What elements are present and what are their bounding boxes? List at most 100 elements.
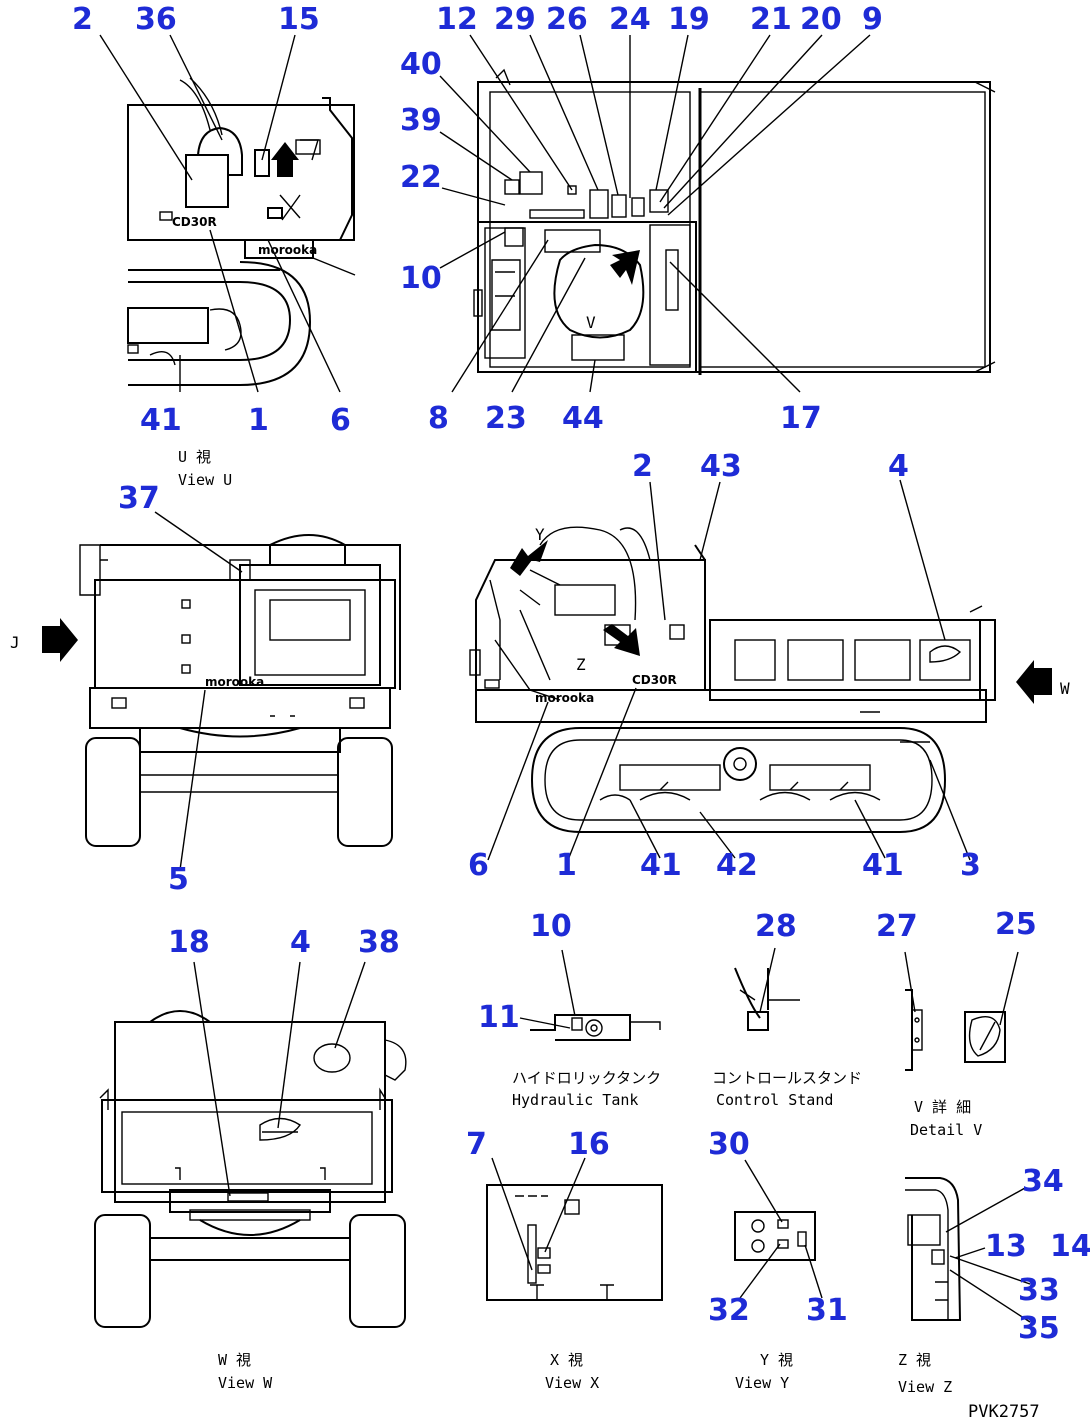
callout-32: 32 xyxy=(708,1293,750,1328)
callout-39: 39 xyxy=(400,103,442,138)
view-z-caption-jp: Z 視 xyxy=(898,1351,931,1369)
callout-23: 23 xyxy=(485,401,527,436)
view-w-leaders xyxy=(193,961,366,1197)
maker-label-side: morooka xyxy=(535,691,594,705)
view-w-caption-en: View W xyxy=(218,1374,273,1392)
callout-6-side: 6 xyxy=(468,848,489,883)
view-x-caption-jp: X 視 xyxy=(550,1351,583,1369)
view-u-drawing: CD30R morooka xyxy=(127,77,356,386)
callout-38: 38 xyxy=(358,925,400,960)
detail-v-caption-jp: V 詳 細 xyxy=(914,1098,971,1116)
view-w-drawing xyxy=(94,1010,407,1328)
view-x-leaders xyxy=(491,1157,586,1271)
detail-v-leaders xyxy=(904,951,1019,1026)
view-z-caption-en: View Z xyxy=(898,1378,952,1396)
top-view-drawing: V xyxy=(473,68,996,375)
arrow-z xyxy=(603,624,640,656)
callout-1-side: 1 xyxy=(556,848,577,883)
callout-13: 13 xyxy=(985,1229,1027,1264)
view-j-letter: J xyxy=(10,633,20,652)
view-y-leaders xyxy=(739,1159,823,1299)
view-u-caption-jp: U 視 xyxy=(178,448,211,466)
callout-8: 8 xyxy=(428,401,449,436)
view-z-mark: Z xyxy=(576,655,586,674)
callout-36: 36 xyxy=(135,2,177,37)
callout-17: 17 xyxy=(780,401,822,436)
top-view-leaders xyxy=(439,34,871,393)
callout-15: 15 xyxy=(278,2,320,37)
callout-41-side-a: 41 xyxy=(640,848,682,883)
callout-40: 40 xyxy=(400,47,442,82)
arrow-y xyxy=(510,540,548,576)
callout-28: 28 xyxy=(755,909,797,944)
callout-21: 21 xyxy=(750,2,792,37)
hydraulic-tank-leaders xyxy=(519,949,576,1029)
callout-4-side: 4 xyxy=(888,449,909,484)
hydraulic-tank-caption-en: Hydraulic Tank xyxy=(512,1091,638,1109)
arrow-x-u xyxy=(271,142,299,177)
callout-6-u: 6 xyxy=(330,403,351,438)
callout-3: 3 xyxy=(960,848,981,883)
control-stand-caption-en: Control Stand xyxy=(716,1091,833,1109)
control-stand-caption-jp: コントロールスタンド xyxy=(712,1069,862,1087)
callout-1-u: 1 xyxy=(248,403,269,438)
model-label-side: CD30R xyxy=(632,673,677,687)
callout-31: 31 xyxy=(806,1293,848,1328)
detail-v-mark-top: V xyxy=(586,313,596,332)
hydraulic-tank-caption-jp: ハイドロリックタンク xyxy=(512,1069,661,1087)
drawing-reference: PVK2757 xyxy=(968,1402,1040,1422)
maker-label-j: morooka xyxy=(205,675,264,689)
view-y-caption-en: View Y xyxy=(735,1374,789,1392)
callout-30: 30 xyxy=(708,1127,750,1162)
callout-42: 42 xyxy=(716,848,758,883)
view-w-letter: W xyxy=(1060,679,1070,698)
callout-41-u: 41 xyxy=(140,403,182,438)
maker-label-u: morooka xyxy=(258,243,317,257)
model-label-u: CD30R xyxy=(172,215,217,229)
callout-18: 18 xyxy=(168,925,210,960)
callout-37: 37 xyxy=(118,481,160,516)
view-y-caption-jp: Y 視 xyxy=(760,1351,793,1369)
view-j-drawing: morooka J xyxy=(10,534,401,847)
side-view-leaders xyxy=(487,479,971,861)
callout-35: 35 xyxy=(1018,1311,1060,1346)
callout-19: 19 xyxy=(668,2,710,37)
arrow-w xyxy=(1016,660,1052,704)
callout-27: 27 xyxy=(876,909,918,944)
view-z-leaders xyxy=(945,1187,1031,1323)
view-y-mark: Y xyxy=(535,525,545,544)
callout-41-side-b: 41 xyxy=(862,848,904,883)
callout-10-top: 10 xyxy=(400,261,442,296)
view-y-drawing xyxy=(734,1211,816,1261)
callout-20: 20 xyxy=(800,2,842,37)
view-w-caption-jp: W 視 xyxy=(218,1351,251,1369)
callout-9: 9 xyxy=(862,2,883,37)
callout-29: 29 xyxy=(494,2,536,37)
view-j-leaders xyxy=(154,511,243,871)
callout-14: 14 xyxy=(1050,1229,1090,1264)
callout-10-tank: 10 xyxy=(530,909,572,944)
arrow-j xyxy=(42,618,78,662)
callout-2-u: 2 xyxy=(72,2,93,37)
side-view-drawing: CD30R morooka Z Y W xyxy=(469,525,1070,833)
callout-12: 12 xyxy=(436,2,478,37)
callout-43: 43 xyxy=(700,449,742,484)
callout-2-side: 2 xyxy=(632,449,653,484)
control-stand-leaders xyxy=(759,947,776,1013)
callout-22: 22 xyxy=(400,160,442,195)
detail-v-caption-en: Detail V xyxy=(910,1121,982,1139)
control-stand-drawing xyxy=(734,967,800,1031)
callout-24: 24 xyxy=(609,2,651,37)
callout-25: 25 xyxy=(995,907,1037,942)
callout-5: 5 xyxy=(168,862,189,897)
callout-4-w: 4 xyxy=(290,925,311,960)
callout-34: 34 xyxy=(1022,1164,1064,1199)
callout-7: 7 xyxy=(466,1127,487,1162)
callout-11: 11 xyxy=(478,1000,520,1035)
callout-44: 44 xyxy=(562,401,604,436)
view-u-caption-en: View U xyxy=(178,471,232,489)
arrow-v-top xyxy=(610,250,640,285)
view-u-leaders xyxy=(99,34,341,393)
